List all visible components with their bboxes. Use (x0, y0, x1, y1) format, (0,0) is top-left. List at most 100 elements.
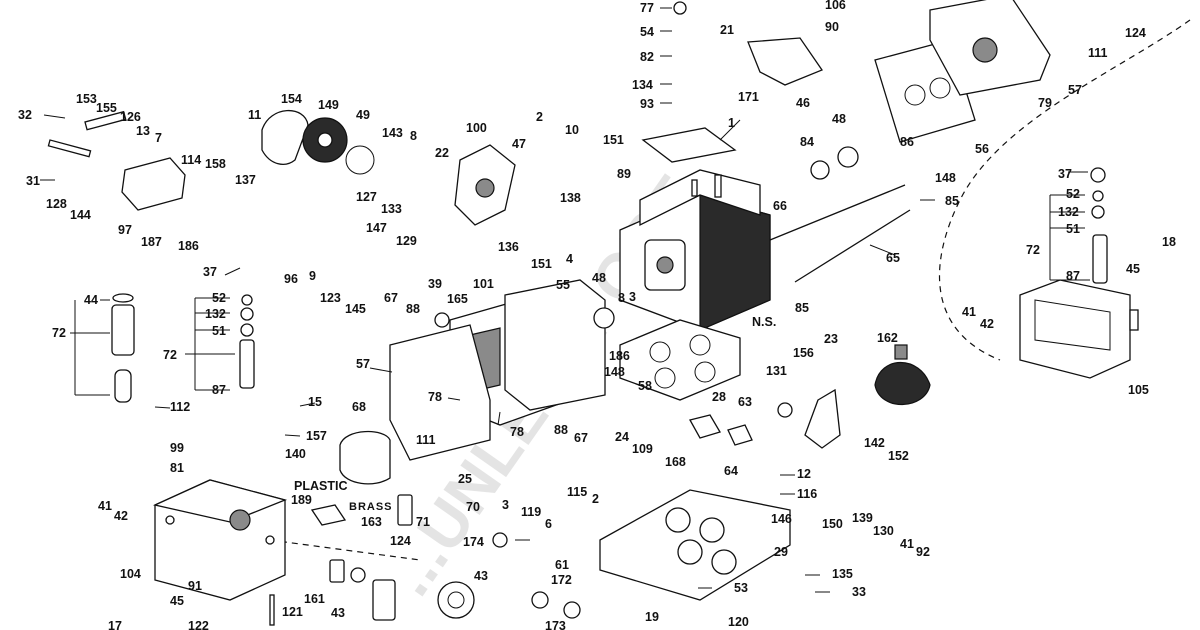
callout-72a: 72 (1026, 243, 1040, 257)
callout-114: 114 (181, 153, 201, 167)
callout-85a: 85 (945, 194, 959, 208)
callout-54: 54 (640, 25, 654, 39)
callout-37b: 37 (203, 265, 217, 279)
callout-87a: 87 (1066, 269, 1080, 283)
gasket-1 (641, 127, 737, 163)
callout-23: 23 (824, 332, 838, 346)
callout-46: 46 (796, 96, 810, 110)
callout-15: 15 (308, 395, 322, 409)
callout-11: 11 (248, 108, 261, 122)
callout-130: 130 (873, 524, 894, 538)
callout-128: 128 (46, 197, 67, 211)
callout-154: 154 (281, 92, 302, 106)
callout-121: 121 (282, 605, 303, 619)
callout-149: 149 (318, 98, 339, 112)
callout-41c: 41 (900, 537, 914, 551)
callout-53: 53 (734, 581, 748, 595)
callout-63: 63 (738, 395, 752, 409)
callout-41b: 41 (98, 499, 112, 513)
callout-148b: 148 (604, 365, 625, 379)
callout-186b: 186 (609, 349, 630, 363)
callout-ns: N.S. (752, 315, 776, 329)
callout-132a: 132 (1058, 205, 1079, 219)
callout-3b: 3 (502, 498, 509, 512)
callout-101: 101 (473, 277, 494, 291)
callout-56: 56 (975, 142, 989, 156)
callout-116: 116 (797, 487, 817, 501)
callout-64: 64 (724, 464, 738, 478)
callout-43b: 43 (331, 606, 345, 620)
callout-45a: 45 (1126, 262, 1140, 276)
callout-156: 156 (793, 346, 814, 360)
callout-87b: 87 (212, 383, 226, 397)
callout-133: 133 (381, 202, 402, 216)
callout-140: 140 (285, 447, 306, 461)
gasket-58 (619, 319, 741, 401)
callout-2a: 2 (536, 110, 543, 124)
callout-148a: 148 (935, 171, 956, 185)
callout-72b: 72 (163, 348, 177, 362)
callout-29: 29 (774, 545, 788, 559)
callout-109: 109 (632, 442, 653, 456)
callout-187: 187 (141, 235, 162, 249)
callout-79: 79 (1038, 96, 1052, 110)
diaphragm-162-drawing (874, 344, 931, 406)
callout-52b: 52 (212, 291, 226, 305)
callout-186a: 186 (178, 239, 199, 253)
callout-13: 13 (136, 124, 150, 138)
callout-8a: 8 (410, 129, 417, 143)
callout-28: 28 (712, 390, 726, 404)
callout-57b: 57 (356, 357, 370, 371)
callout-153: 153 (76, 92, 97, 106)
callout-47: 47 (512, 137, 526, 151)
callout-82: 82 (640, 50, 654, 64)
callout-90: 90 (825, 20, 839, 34)
callout-43a: 43 (474, 569, 488, 583)
jet-column-right (1090, 167, 1108, 284)
callout-61: 61 (555, 558, 569, 572)
throttle-body-drawing (599, 489, 791, 601)
callout-6: 6 (545, 517, 552, 531)
callout-18: 18 (1162, 235, 1176, 249)
callout-55: 55 (556, 278, 570, 292)
callout-143: 143 (382, 126, 403, 140)
callout-41a: 41 (962, 305, 976, 319)
callout-52a: 52 (1066, 187, 1080, 201)
callout-22: 22 (435, 146, 449, 160)
callout-174: 174 (463, 535, 484, 549)
callout-123: 123 (320, 291, 341, 305)
callout-19: 19 (645, 610, 659, 624)
callout-132b: 132 (205, 307, 226, 321)
callout-33: 33 (852, 585, 866, 599)
callout-72c: 72 (52, 326, 66, 340)
transfer-tubes (769, 184, 911, 283)
jet-column-left (111, 293, 255, 403)
callout-158: 158 (205, 157, 226, 171)
callout-plastic: PLASTIC (294, 479, 347, 493)
callout-42a: 42 (980, 317, 994, 331)
callout-162: 162 (877, 331, 898, 345)
callout-104: 104 (120, 567, 141, 581)
callout-112: 112 (170, 400, 190, 414)
callout-168: 168 (665, 455, 686, 469)
callout-44: 44 (84, 293, 98, 307)
fuel-bowl-group-outline (938, 19, 1191, 361)
callout-31: 31 (26, 174, 40, 188)
callout-96: 96 (284, 272, 298, 286)
callout-97: 97 (118, 223, 132, 237)
callout-66: 66 (773, 199, 787, 213)
callout-42b: 42 (114, 509, 128, 523)
callout-119: 119 (521, 505, 541, 519)
callout-88a: 88 (406, 302, 420, 316)
callout-111b: 111 (416, 433, 436, 447)
callout-24: 24 (615, 430, 629, 444)
callout-126: 126 (120, 110, 141, 124)
callout-111a: 111 (1088, 46, 1108, 60)
fuel-bowl-104-drawing (152, 479, 288, 601)
callout-115: 115 (567, 485, 587, 499)
callout-127: 127 (356, 190, 377, 204)
callout-77: 77 (640, 1, 654, 15)
callout-17: 17 (108, 619, 122, 630)
callout-78a: 78 (428, 390, 442, 404)
